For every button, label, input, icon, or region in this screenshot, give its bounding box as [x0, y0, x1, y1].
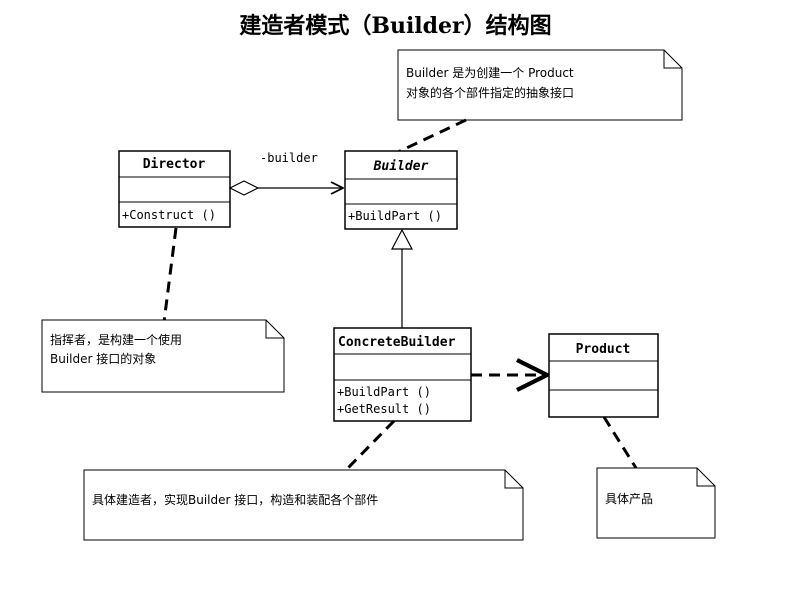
director-note-line-1: 指挥者，是构建一个使用: [50, 332, 182, 347]
builder-note: Builder 是为创建一个 Product 对象的各个部件指定的抽象接口: [397, 49, 683, 121]
product-note-line-1: 具体产品: [605, 492, 653, 506]
concrete-builder-note: 具体建造者，实现Builder 接口，构造和装配各个部件: [83, 469, 524, 541]
aggregation-director-builder: -builder: [228, 151, 343, 196]
director-note: 指挥者，是构建一个使用 Builder 接口的对象: [41, 319, 285, 393]
aggregation-diamond: [228, 180, 260, 196]
builder-name: Builder: [373, 159, 429, 174]
product-name: Product: [576, 342, 631, 357]
concrete-builder-op-buildpart: +BuildPart (): [337, 385, 431, 399]
builder-op-buildpart: +BuildPart (): [348, 209, 442, 223]
builder-note-anchor: [397, 118, 467, 154]
director-name: Director: [143, 157, 206, 172]
class-product: Product: [548, 333, 659, 418]
director-note-line-2: Builder 接口的对象: [50, 351, 156, 366]
association-label: -builder: [260, 151, 318, 165]
concrete-builder-op-getresult: +GetResult (): [337, 402, 431, 416]
builder-note-line-1: Builder 是为创建一个 Product: [406, 66, 574, 80]
concrete-builder-name: ConcreteBuilder: [338, 335, 456, 350]
generalization-concrete-builder: [391, 228, 413, 328]
product-note: 具体产品: [596, 467, 716, 539]
product-note-anchor: [602, 416, 638, 469]
class-director: Director +Construct (): [118, 150, 231, 228]
concrete-note-line-1: 具体建造者，实现Builder 接口，构造和装配各个部件: [92, 492, 378, 507]
class-builder: Builder +BuildPart (): [344, 150, 458, 230]
concrete-note-anchor: [344, 419, 396, 472]
diagram-title: 建造者模式（Builder）结构图: [239, 13, 552, 39]
builder-note-line-2: 对象的各个部件指定的抽象接口: [406, 85, 574, 100]
inheritance-triangle: [391, 228, 413, 250]
director-note-anchor: [162, 227, 178, 323]
director-op-construct: +Construct (): [122, 208, 216, 222]
class-concrete-builder: ConcreteBuilder +BuildPart () +GetResult…: [333, 327, 472, 422]
